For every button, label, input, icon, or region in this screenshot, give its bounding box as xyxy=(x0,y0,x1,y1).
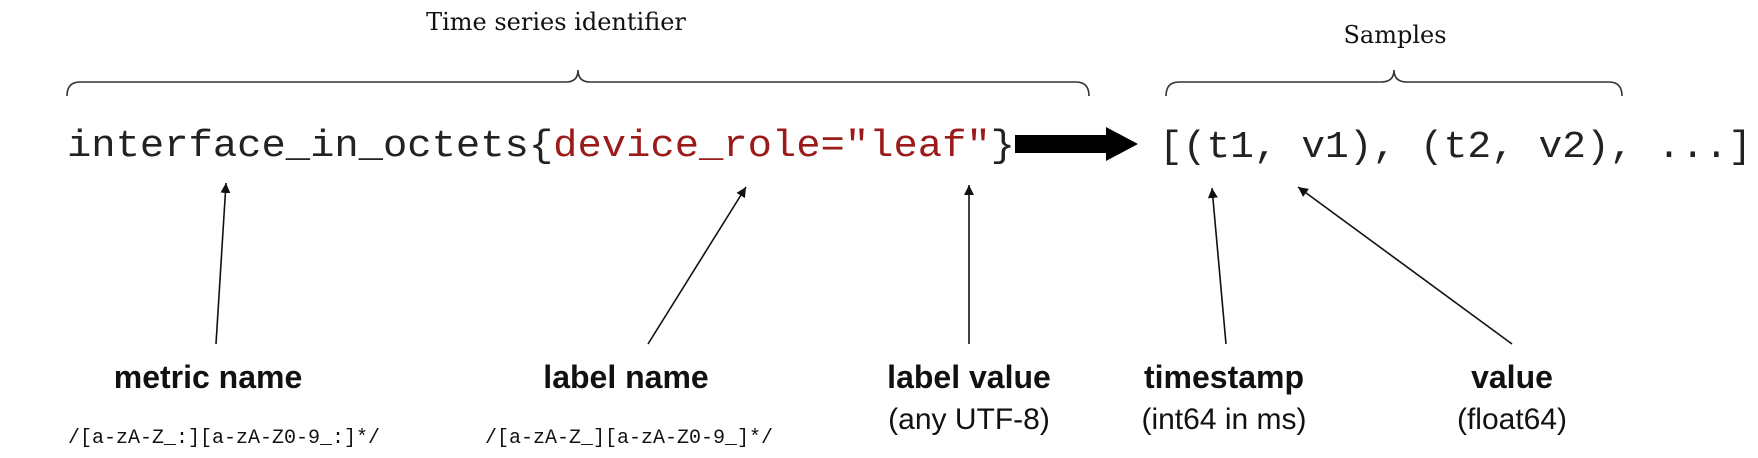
metric-name-pointer xyxy=(215,182,231,345)
close-brace-text: } xyxy=(991,125,1015,168)
label-name-pointer xyxy=(647,186,747,345)
open-brace-text: { xyxy=(529,125,553,168)
timestamp-pointer xyxy=(1207,187,1227,345)
series-code-line: interface_in_octets{device_role="leaf"} xyxy=(67,125,1015,168)
value-pointer xyxy=(1297,186,1513,345)
timestamp-subtitle: (int64 in ms) xyxy=(1141,403,1306,436)
metric-name-title: metric name xyxy=(114,359,303,395)
label-name-title: label name xyxy=(543,359,708,395)
maps-to-arrow-icon xyxy=(1015,127,1138,161)
label-value-subtitle: (any UTF-8) xyxy=(888,403,1050,436)
samples-brace-title: Samples xyxy=(1343,21,1446,49)
value-subtitle: (float64) xyxy=(1457,403,1567,436)
identifier-brace xyxy=(66,69,1090,97)
metric-name-regex: /[a-zA-Z_:][a-zA-Z0-9_:]*/ xyxy=(68,427,380,450)
label-value-title: label value xyxy=(887,359,1051,395)
samples-brace xyxy=(1165,69,1623,97)
samples-code: [(t1, v1), (t2, v2), ...] xyxy=(1159,126,1752,169)
timestamp-title: timestamp xyxy=(1144,359,1304,395)
identifier-brace-title: Time series identifier xyxy=(426,8,686,36)
value-title: value xyxy=(1471,359,1553,395)
metric-name-text: interface_in_octets xyxy=(67,125,529,168)
label-name-regex: /[a-zA-Z_][a-zA-Z0-9_]*/ xyxy=(485,427,773,450)
label-pair-text: device_role="leaf" xyxy=(553,125,991,168)
